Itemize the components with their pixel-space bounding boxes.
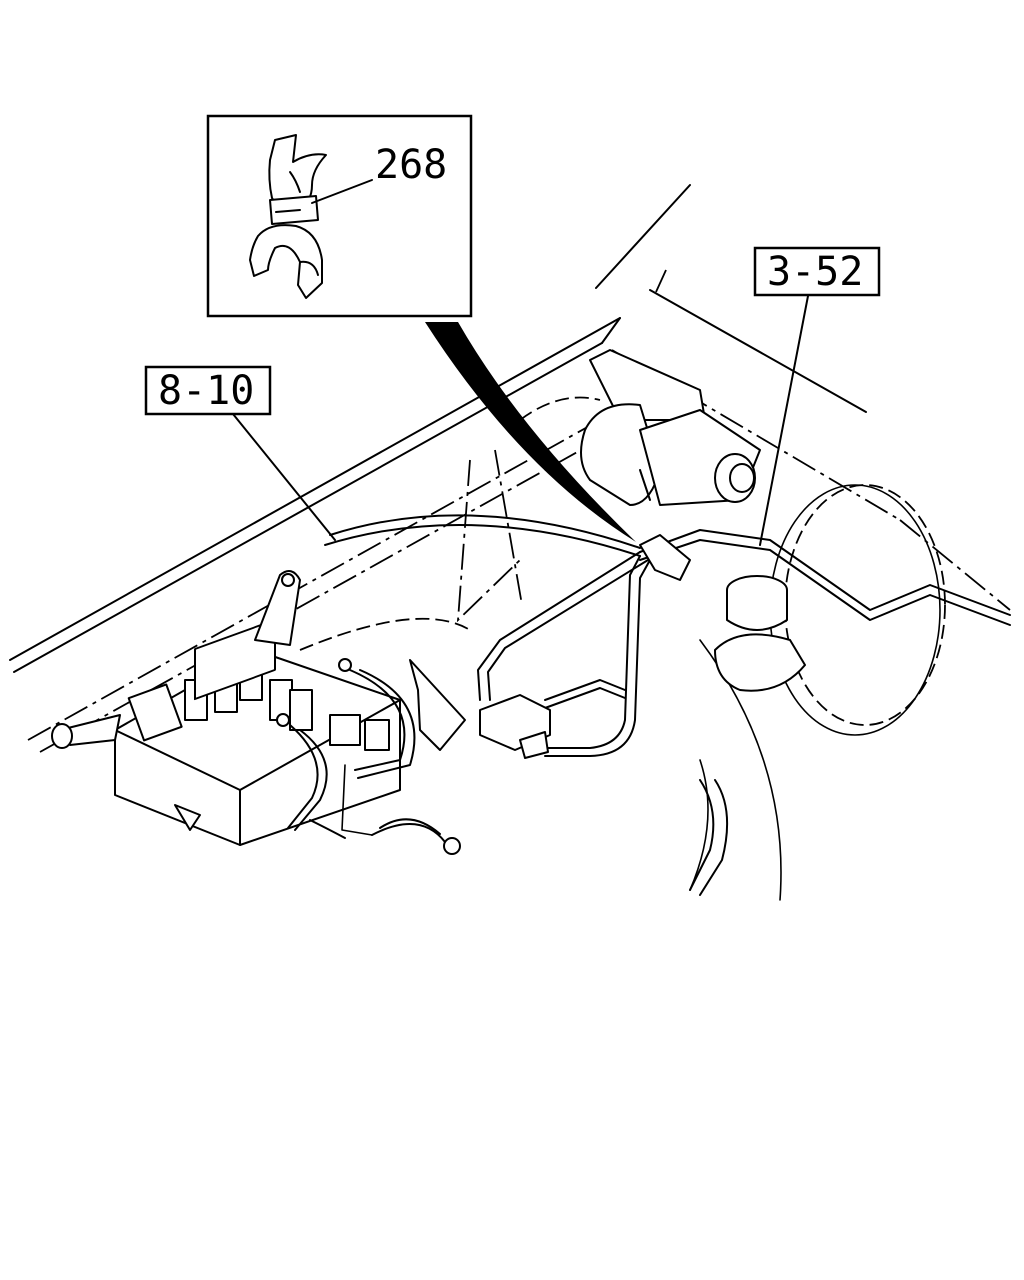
hinge-bracket <box>254 570 301 646</box>
wiper-motor <box>519 349 761 506</box>
fuse-relay-box <box>51 618 401 846</box>
inset-pointer-arrow <box>425 322 636 542</box>
inset-detail: 268 <box>206 114 473 318</box>
callout-268: 268 <box>375 142 447 188</box>
clip-icon <box>249 134 327 299</box>
reference-callout-3-52: 3-52 <box>753 246 881 546</box>
callout-8-10: 8-10 <box>158 368 254 414</box>
hose-routing <box>324 514 1011 896</box>
brake-booster <box>689 484 946 901</box>
reference-callout-8-10: 8-10 <box>144 365 336 541</box>
callout-3-52: 3-52 <box>767 249 863 295</box>
harness <box>276 658 466 855</box>
